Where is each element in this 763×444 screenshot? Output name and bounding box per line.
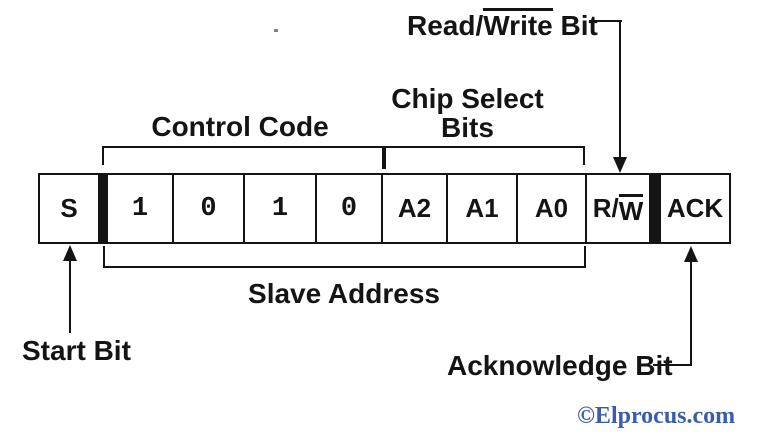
stray-mark bbox=[274, 29, 278, 32]
bit-cell-chip-select-a0: A0 bbox=[534, 193, 569, 223]
read-write-connector-horizontal bbox=[589, 20, 622, 22]
top-bracket-horizontal bbox=[102, 146, 585, 148]
read-write-bit-label-pre: Read/ bbox=[407, 10, 484, 41]
acknowledge-bit-label: Acknowledge Bit bbox=[447, 350, 673, 381]
cell-divider bbox=[516, 175, 518, 242]
chip-select-bits-label: Chip Select Bits bbox=[385, 84, 550, 142]
top-bracket-middle-tick bbox=[382, 146, 386, 169]
acknowledge-connector-horizontal bbox=[653, 364, 692, 366]
cell-divider bbox=[585, 175, 587, 242]
top-bracket-right-tick bbox=[583, 146, 585, 165]
chip-select-bits-label-line2: Bits bbox=[441, 112, 494, 143]
start-bit-arrow-line bbox=[69, 258, 71, 333]
start-bit-label: Start Bit bbox=[22, 335, 131, 366]
bit-cell-control-code-1: 0 bbox=[200, 193, 217, 224]
bit-cell-read-write: R/W bbox=[587, 175, 649, 242]
cell-divider bbox=[315, 175, 317, 242]
bit-cell-chip-select-a1: A1 bbox=[465, 193, 499, 223]
control-code-label: Control Code bbox=[151, 111, 329, 142]
read-write-bit-label: Read/Write Bit bbox=[407, 8, 598, 40]
bit-cell-control-code-2: 1 bbox=[271, 193, 289, 224]
read-write-cell-overlined: W bbox=[618, 193, 644, 226]
read-write-bit-label-post: Bit bbox=[552, 10, 598, 41]
slave-address-label: Slave Address bbox=[248, 278, 440, 309]
ack-separator-bar bbox=[649, 175, 661, 242]
start-separator-bar bbox=[98, 175, 108, 242]
acknowledge-connector-vertical bbox=[690, 259, 692, 366]
bottom-bracket-left-tick bbox=[103, 246, 105, 268]
read-write-connector-vertical bbox=[619, 20, 621, 158]
read-write-bit-label-overlined: Write bbox=[483, 8, 553, 41]
start-bit-arrowhead-icon bbox=[63, 245, 77, 261]
bit-cell-control-code-3: 0 bbox=[340, 193, 358, 224]
cell-divider bbox=[172, 175, 174, 242]
bit-frame-row: S 1 0 1 0 A2 A1 A0 R/W ACK bbox=[38, 173, 731, 244]
read-write-cell-pre: R/ bbox=[592, 193, 619, 223]
bottom-bracket-horizontal bbox=[103, 266, 586, 268]
bit-cell-start: S bbox=[60, 193, 78, 223]
bit-cell-ack: ACK bbox=[666, 193, 724, 223]
chip-select-bits-label-line1: Chip Select bbox=[391, 83, 544, 114]
watermark-text: ©Elprocus.com bbox=[577, 403, 736, 429]
top-bracket-left-tick bbox=[102, 146, 104, 165]
cell-divider bbox=[381, 175, 383, 242]
bit-cell-chip-select-a2: A2 bbox=[397, 193, 432, 223]
bottom-bracket-right-tick bbox=[584, 246, 586, 268]
bit-cell-control-code-0: 1 bbox=[131, 193, 149, 224]
read-write-arrowhead-icon bbox=[613, 157, 627, 173]
cell-divider bbox=[243, 175, 245, 242]
acknowledge-arrowhead-icon bbox=[684, 246, 698, 262]
cell-divider bbox=[446, 175, 448, 242]
